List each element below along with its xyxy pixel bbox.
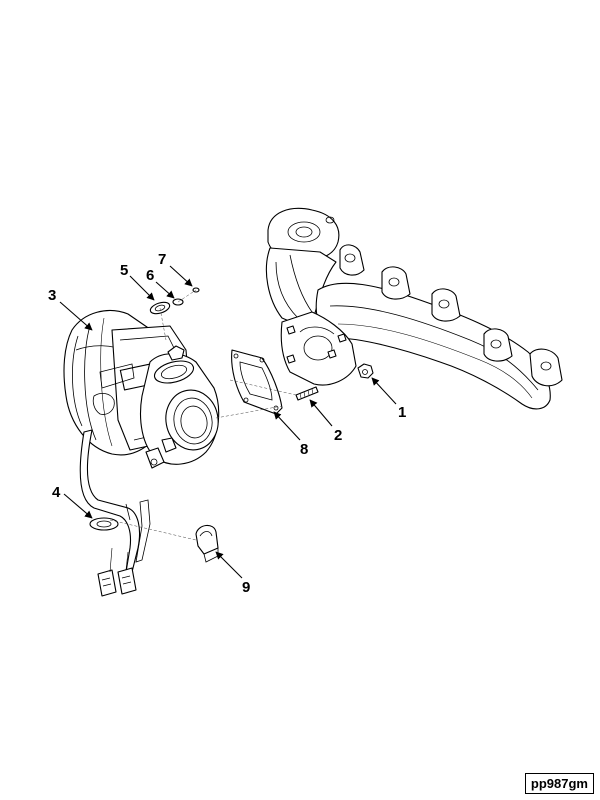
figure-code-label: pp987gm bbox=[524, 773, 594, 794]
leader-arrows bbox=[59, 265, 397, 579]
drain-gasket-part-4 bbox=[89, 517, 119, 531]
leader-1 bbox=[371, 377, 397, 405]
leader-6 bbox=[155, 281, 175, 299]
callout-8: 8 bbox=[300, 441, 308, 458]
callout-labels: 1 2 3 4 5 6 7 8 9 bbox=[48, 251, 406, 596]
exhaust-manifold bbox=[265, 207, 563, 410]
leader-3 bbox=[59, 301, 93, 331]
manifold-studs bbox=[286, 325, 347, 364]
callout-5: 5 bbox=[120, 262, 128, 279]
callout-2: 2 bbox=[334, 427, 342, 444]
callout-6: 6 bbox=[146, 267, 154, 284]
callout-4: 4 bbox=[52, 484, 61, 501]
turbocharger-part-3 bbox=[63, 310, 220, 469]
stud-part-2 bbox=[295, 386, 319, 401]
leader-7 bbox=[169, 265, 193, 287]
callout-9: 9 bbox=[242, 579, 250, 596]
leader-9 bbox=[215, 551, 243, 579]
oil-drain-tube bbox=[79, 429, 151, 573]
leader-2 bbox=[309, 399, 333, 427]
callout-3: 3 bbox=[48, 287, 56, 304]
leader-5 bbox=[129, 275, 155, 301]
assembly-centerlines bbox=[109, 289, 297, 541]
leader-8 bbox=[273, 411, 301, 441]
sensor-connectors bbox=[97, 547, 137, 597]
callout-1: 1 bbox=[398, 404, 406, 421]
gasket-part-8 bbox=[231, 349, 283, 415]
leader-4 bbox=[63, 493, 93, 519]
clamp-part-9 bbox=[195, 524, 219, 563]
callout-7: 7 bbox=[158, 251, 166, 268]
nut-part-1 bbox=[357, 363, 374, 379]
